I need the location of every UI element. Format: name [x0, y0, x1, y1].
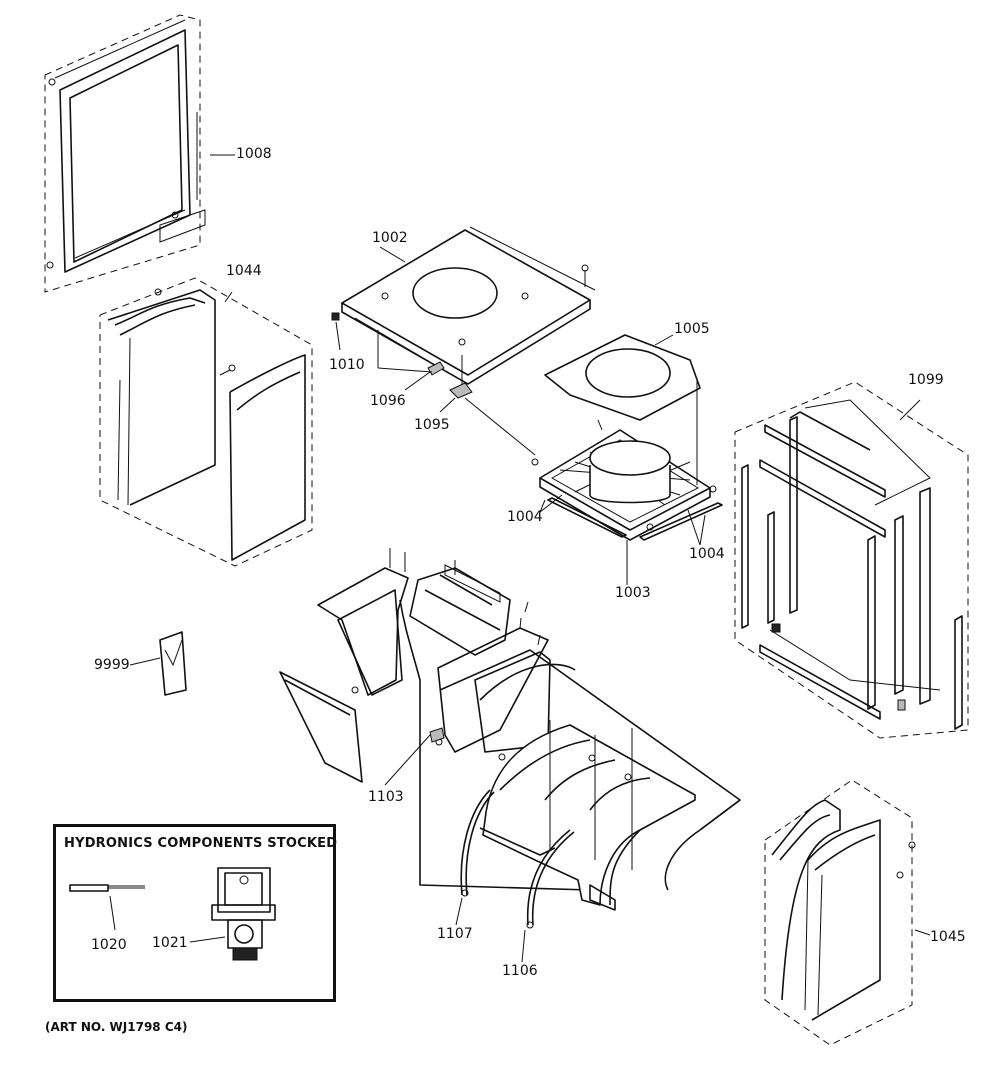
part-1096-bracket [377, 330, 445, 391]
callout-1020: 1020 [91, 937, 127, 953]
part-1002-top-panel [341, 226, 596, 385]
part-1103-retainer [384, 734, 431, 786]
callout-1008: 1008 [236, 146, 272, 162]
part-1010-screw [331, 312, 341, 351]
callout-1107: 1107 [437, 926, 473, 942]
callout-1044: 1044 [226, 263, 262, 279]
callout-1004-right: 1004 [689, 546, 725, 562]
part-1095-clip [439, 355, 536, 456]
callout-1045: 1045 [930, 929, 966, 945]
callout-1021: 1021 [152, 935, 188, 951]
blower-scroll-assembly [279, 548, 741, 911]
callout-1002: 1002 [372, 230, 408, 246]
legend-title: HYDRONICS COMPONENTS STOCKED [64, 836, 338, 851]
callout-1003: 1003 [615, 585, 651, 601]
callout-1103: 1103 [368, 789, 404, 805]
part-1020-sensor [69, 884, 145, 931]
part-1021-valve [189, 867, 276, 961]
part-9999-literature [129, 631, 187, 696]
callout-1005: 1005 [674, 321, 710, 337]
callout-1099: 1099 [908, 372, 944, 388]
part-1106-strap [521, 829, 575, 963]
part-1099-right-frame [734, 381, 969, 739]
hydronics-legend-box [53, 824, 336, 1002]
callout-1010: 1010 [329, 357, 365, 373]
part-1005-gasket [544, 334, 701, 421]
art-number: (ART NO. WJ1798 C4) [45, 1020, 188, 1034]
part-1045-right-housing [764, 779, 931, 1046]
callout-1106: 1106 [502, 963, 538, 979]
callout-1095: 1095 [414, 417, 450, 433]
callout-1096: 1096 [370, 393, 406, 409]
part-1044-left-housing [99, 277, 313, 567]
callout-1004-left: 1004 [507, 509, 543, 525]
part-1004-rails [539, 494, 723, 546]
callout-9999: 9999 [94, 657, 130, 673]
part-1008-front-panel [44, 14, 235, 293]
part-1003-fan-tray [531, 378, 717, 585]
part-1107-strap [455, 789, 495, 926]
